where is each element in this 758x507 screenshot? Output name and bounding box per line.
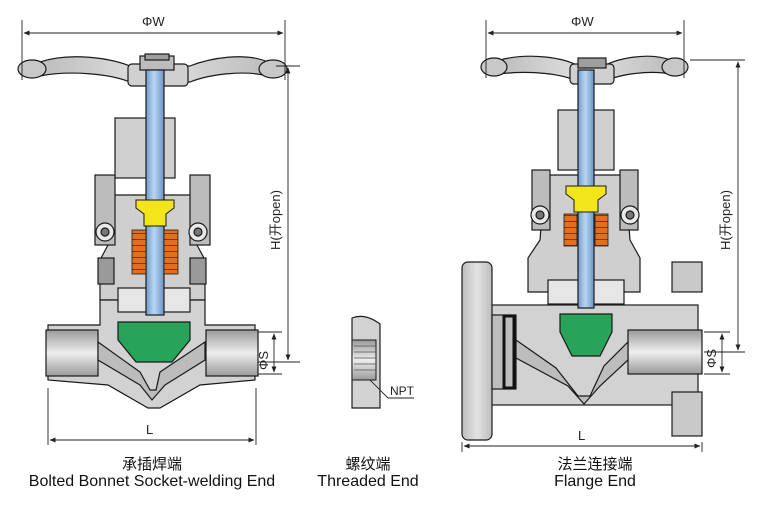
caption-left: 承插焊端 Bolted Bonnet Socket-welding End bbox=[4, 456, 300, 490]
disc-left bbox=[117, 321, 191, 363]
packing-right-2 bbox=[594, 213, 609, 247]
packing-gland-right bbox=[565, 185, 607, 213]
npt-threads bbox=[354, 345, 376, 371]
packing-gland-left bbox=[135, 199, 175, 227]
dim-length-right: L bbox=[578, 428, 585, 443]
caption-left-zh: 承插焊端 bbox=[121, 456, 182, 473]
dimensions-right bbox=[461, 20, 745, 452]
caption-left-en: Bolted Bonnet Socket-welding End bbox=[28, 473, 276, 490]
caption-middle-zh: 螺纹端 bbox=[345, 456, 391, 473]
dim-length-left: L bbox=[146, 422, 153, 437]
caption-middle: 螺纹端 Threaded End bbox=[300, 456, 436, 490]
npt-label: NPT bbox=[390, 384, 415, 398]
dimensions-left bbox=[21, 20, 300, 445]
handwheel-right bbox=[480, 55, 689, 85]
dim-socket-right: ΦS bbox=[704, 349, 719, 368]
disc-right bbox=[559, 313, 613, 357]
caption-right-en: Flange End bbox=[554, 473, 636, 490]
caption-right-zh: 法兰连接端 bbox=[557, 456, 633, 473]
dim-width-left: ΦW bbox=[142, 14, 165, 29]
dim-width-right: ΦW bbox=[571, 14, 594, 29]
packing-right bbox=[563, 213, 578, 247]
dim-height-right: H(开open) bbox=[718, 190, 733, 250]
middle-view-threaded: NPT bbox=[351, 315, 415, 409]
dim-socket-left: ΦS bbox=[256, 351, 271, 370]
caption-middle-en: Threaded End bbox=[317, 473, 419, 490]
caption-right: 法兰连接端 Flange End bbox=[520, 456, 670, 490]
right-view-flange: ΦW H(开open) ΦS L bbox=[461, 14, 745, 452]
packing-left-2 bbox=[163, 229, 179, 275]
dim-height-left: H(开open) bbox=[268, 190, 283, 250]
left-view-socket-weld: ΦW H(开open) ΦS L bbox=[17, 14, 300, 445]
stem-left bbox=[145, 69, 165, 316]
packing-left bbox=[131, 229, 147, 275]
